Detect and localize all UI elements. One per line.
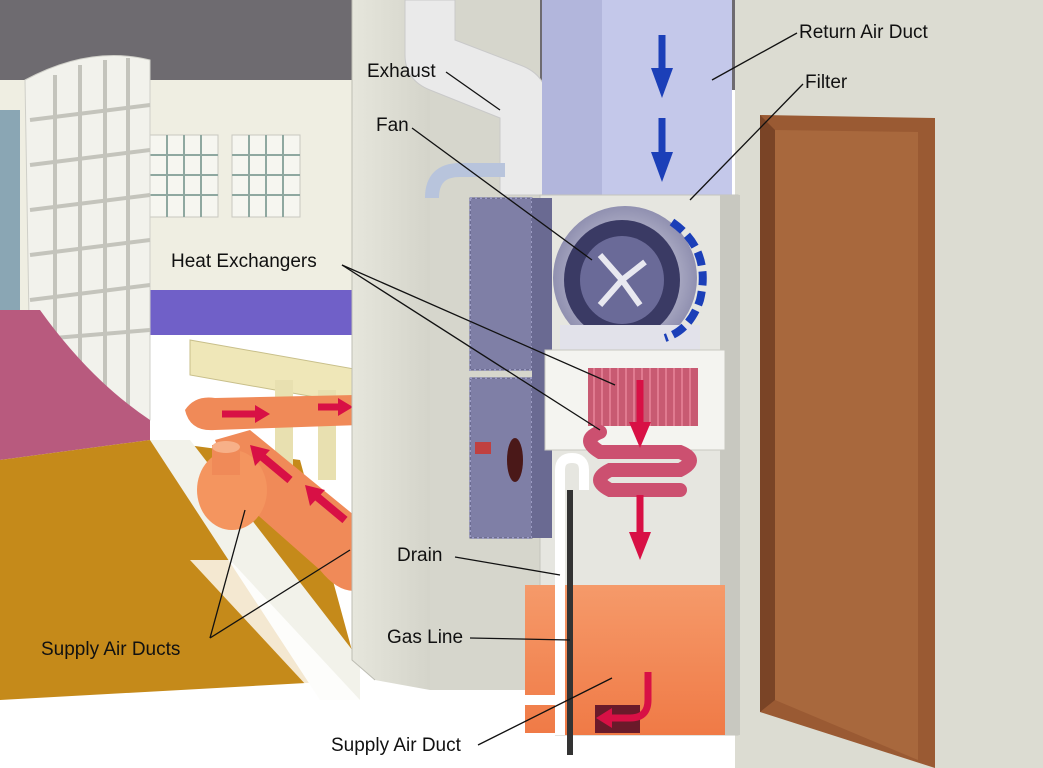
leader-lines <box>209 32 804 746</box>
window-left <box>149 134 219 218</box>
purple-wall-strip <box>150 290 360 335</box>
label-supply-air-duct: Supply Air Duct <box>331 735 461 756</box>
label-filter: Filter <box>805 72 848 93</box>
door <box>760 115 935 768</box>
label-exhaust: Exhaust <box>367 61 436 82</box>
heat-exchanger-graphic <box>544 349 726 497</box>
label-supply-air-ducts: Supply Air Ducts <box>41 639 181 660</box>
return-air-duct-graphic <box>542 0 740 208</box>
fan-icon <box>553 206 700 350</box>
floor-strip <box>190 560 360 700</box>
fan-flow-arrow-icon <box>663 218 707 342</box>
label-drain: Drain <box>397 545 443 566</box>
label-return-air-duct: Return Air Duct <box>799 22 928 43</box>
return-air-arrows <box>651 35 673 182</box>
label-heat-exchangers: Heat Exchangers <box>171 251 317 272</box>
window-right <box>231 134 301 218</box>
drain-and-gas-pipes <box>485 452 589 755</box>
label-fan: Fan <box>376 115 409 136</box>
left-edge-strip <box>0 110 20 310</box>
pillar-wall <box>352 0 430 690</box>
label-gas-line: Gas Line <box>387 627 464 648</box>
pink-floor <box>0 310 150 460</box>
lattice-tower <box>24 55 151 421</box>
supply-air-ducts-graphic <box>185 395 360 591</box>
